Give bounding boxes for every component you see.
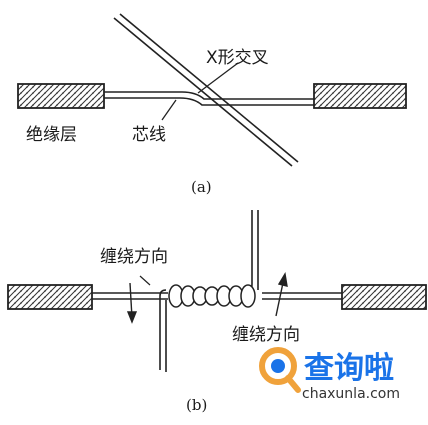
leader-core: [161, 99, 177, 121]
label-direction-1: 缠绕方向: [100, 247, 168, 267]
label-core: 芯线: [132, 125, 166, 145]
leader-cross: [197, 62, 239, 94]
caption-b: (b): [186, 396, 207, 414]
diagram-a: X形交叉 绝缘层 芯线 (a): [17, 13, 407, 196]
core-wire-vertical-left-b: [159, 289, 167, 372]
watermark-logo-icon: [259, 347, 301, 393]
watermark-domain: chaxunla.com: [302, 386, 400, 402]
core-wire-horizontal-a: [104, 91, 314, 106]
right-insulation-a: [313, 83, 407, 109]
leader-direction-1: [139, 275, 151, 286]
core-wire-diagonal-a: [113, 13, 299, 167]
caption-a: (a): [191, 178, 212, 196]
direction-arrow-right: [275, 272, 288, 317]
right-insulation-b: [341, 284, 427, 310]
label-insulation: 绝缘层: [26, 125, 77, 145]
label-direction-2: 缠绕方向: [232, 325, 300, 345]
core-wire-vertical-right-b: [245, 210, 259, 295]
watermark-brand: 查询啦: [304, 351, 394, 386]
watermark: 查询啦 chaxunla.com: [259, 347, 400, 402]
left-insulation-b: [7, 284, 93, 310]
direction-arrow-left: [126, 282, 138, 324]
label-cross: X形交叉: [206, 48, 269, 68]
left-insulation-a: [17, 83, 105, 109]
twisted-coils-b: [168, 284, 256, 308]
diagram-b: 缠绕方向 缠绕方向 (b): [7, 210, 427, 414]
